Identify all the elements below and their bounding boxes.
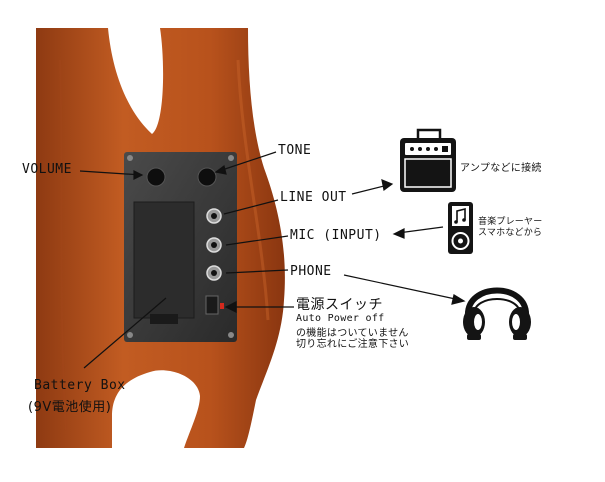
- leader-lines: [79, 151, 466, 369]
- arrow-head: [224, 301, 237, 313]
- amp-dial: [434, 147, 438, 151]
- player-center-button: [458, 238, 463, 244]
- amp-dial: [410, 147, 414, 151]
- panel-screw: [127, 155, 133, 161]
- player-note-line-1: 音楽プレーヤー: [478, 217, 543, 227]
- player-note-line-2: スマホなどから: [478, 228, 543, 238]
- amp-note-label: アンプなどに接続: [460, 163, 542, 174]
- tone-knob[interactable]: [197, 167, 217, 187]
- tone-label: TONE: [278, 143, 312, 158]
- panel-screw: [228, 155, 234, 161]
- ear-cup-highlight: [474, 314, 482, 330]
- amp-dial: [426, 147, 430, 151]
- control-panel: [124, 152, 237, 342]
- amplifier-icon: [400, 128, 456, 192]
- headband: [464, 287, 530, 317]
- volume-knob[interactable]: [146, 167, 166, 187]
- panel-screw: [127, 332, 133, 338]
- music-note-dot: [462, 218, 466, 222]
- mic-input-label: MIC (INPUT): [290, 228, 382, 243]
- jack-hole: [211, 242, 217, 248]
- power-note-line-3: 切り忘れにご注意下さい: [296, 339, 410, 350]
- jack-hole: [211, 270, 217, 276]
- amp-dial: [418, 147, 422, 151]
- battery-box-label: Battery Box: [34, 378, 126, 393]
- headphones-icon: [463, 287, 531, 340]
- music-player-icon: [448, 202, 473, 254]
- power-note-line-1: Auto Power off: [296, 313, 385, 324]
- power-switch-label: 電源スイッチ: [296, 297, 383, 313]
- arrow-head: [392, 228, 405, 239]
- panel-screw: [228, 332, 234, 338]
- music-note-dot: [454, 220, 458, 224]
- arrow-head: [381, 179, 394, 192]
- player-to-mic-leader: [397, 226, 444, 234]
- line-out-leader: [223, 199, 279, 215]
- volume-label: VOLUME: [22, 162, 72, 177]
- music-note-icon: [456, 207, 466, 222]
- power-switch[interactable]: [205, 295, 219, 315]
- battery-leader: [83, 297, 167, 369]
- arrow-head: [133, 170, 144, 180]
- amp-handle: [416, 128, 442, 139]
- jack-hole: [211, 213, 217, 219]
- ear-pad: [513, 334, 527, 340]
- phone-leader: [225, 269, 289, 274]
- volume-leader: [79, 170, 143, 176]
- power-led: [220, 303, 224, 309]
- tone-leader: [215, 151, 277, 173]
- power-note-line-2: の機能はついていません: [296, 328, 409, 339]
- battery-box: [133, 201, 195, 319]
- battery-type-label: (9V電池使用): [28, 400, 112, 415]
- mic-leader: [225, 235, 289, 246]
- battery-latch: [150, 314, 178, 324]
- line-out-label: LINE OUT: [280, 190, 347, 205]
- line-out-to-amp-leader: [351, 184, 389, 195]
- ear-cup-highlight: [512, 314, 520, 330]
- wood-highlight: [236, 59, 270, 321]
- phone-label: PHONE: [290, 264, 332, 279]
- wood-grain: [59, 59, 67, 431]
- amp-button: [442, 146, 448, 152]
- arrow-head: [451, 294, 466, 305]
- phone-to-headphone-leader: [343, 274, 461, 301]
- ear-pad: [467, 334, 481, 340]
- arrow-head: [214, 164, 227, 175]
- amp-speaker-grill: [404, 158, 452, 188]
